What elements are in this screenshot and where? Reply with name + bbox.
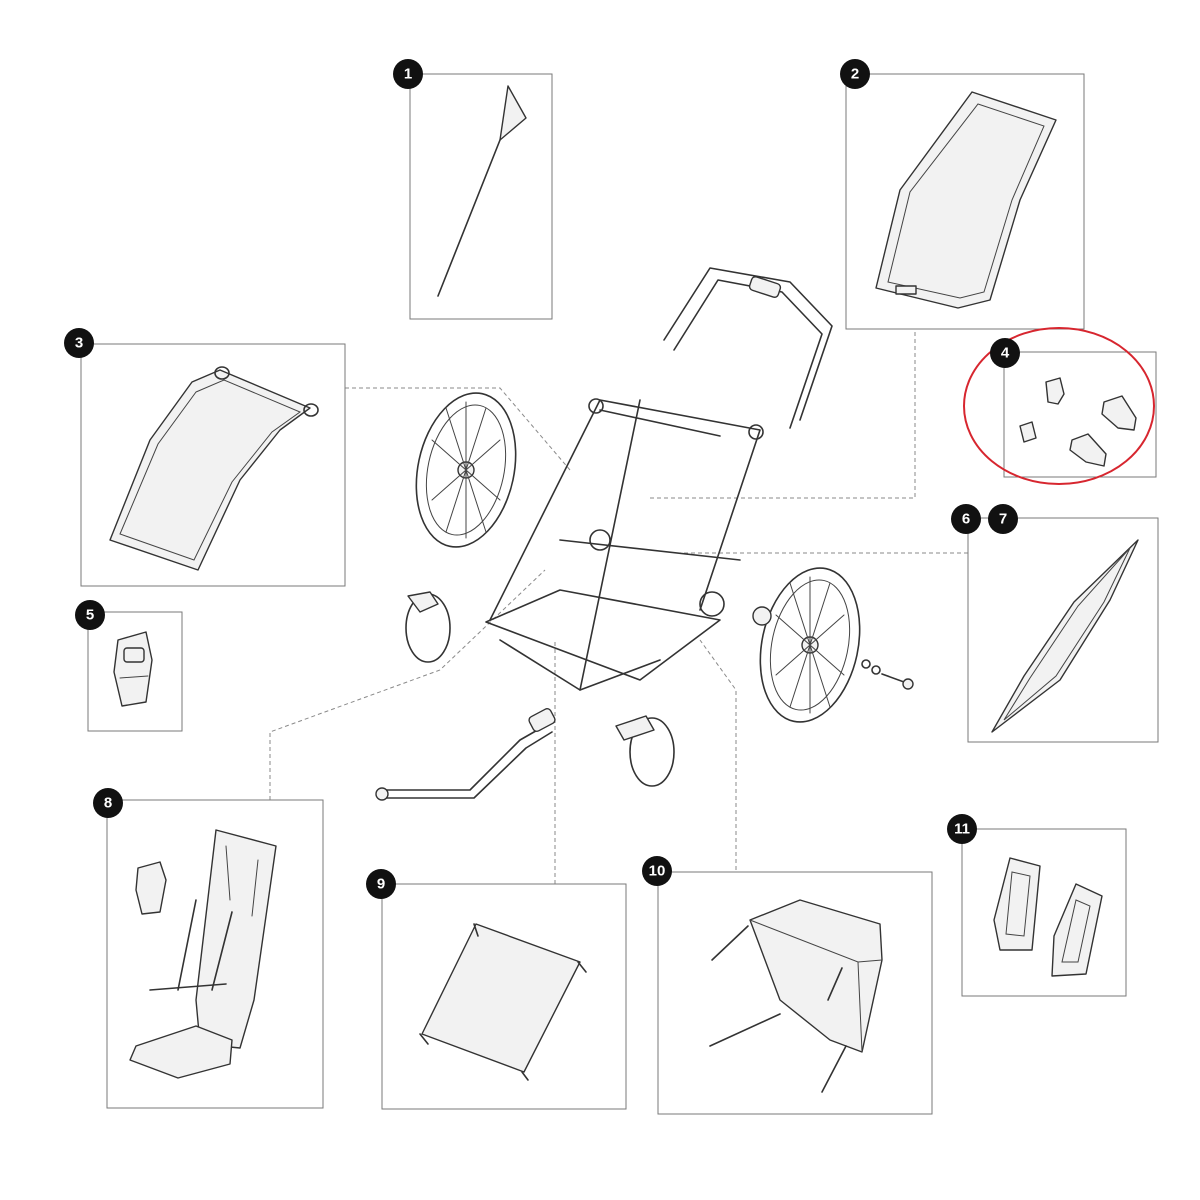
front-wheel-right bbox=[615, 715, 675, 787]
callout-badge-4: 4 bbox=[990, 338, 1020, 368]
callout-number: 6 bbox=[962, 511, 970, 528]
panel-4-clips bbox=[963, 327, 1157, 485]
callout-badge-3: 3 bbox=[64, 328, 94, 358]
callout-badge-5: 5 bbox=[75, 600, 105, 630]
clip-icon bbox=[1069, 433, 1107, 467]
panel-8-infant-harness bbox=[106, 799, 324, 1109]
rain-cover-shape bbox=[109, 369, 311, 571]
rear-wheel-right bbox=[759, 567, 861, 723]
callout-number: 7 bbox=[999, 511, 1007, 528]
panel-10-storage-basket bbox=[657, 871, 933, 1115]
hammock-shape bbox=[421, 923, 581, 1073]
axle-hardware bbox=[752, 606, 914, 690]
flag-pennant-icon bbox=[499, 85, 527, 141]
callout-number: 8 bbox=[104, 795, 112, 812]
basket-strap bbox=[711, 925, 749, 961]
panel-11-handle-pads bbox=[961, 828, 1127, 997]
panel-5-buckle bbox=[87, 611, 183, 732]
leader-lines bbox=[269, 332, 968, 884]
panel-3-rain-cover bbox=[80, 343, 346, 587]
rear-wheel-left bbox=[415, 392, 517, 548]
highlight-circle bbox=[963, 327, 1155, 485]
callout-badge-10: 10 bbox=[642, 856, 672, 886]
clip-icon bbox=[1045, 377, 1065, 405]
front-wheel-left bbox=[405, 591, 451, 663]
panel-6-7-reflectors bbox=[967, 517, 1159, 743]
sun-cover-shape bbox=[875, 91, 1057, 309]
callout-badge-2: 2 bbox=[840, 59, 870, 89]
callout-number: 1 bbox=[404, 66, 412, 83]
harness-strap bbox=[211, 911, 233, 991]
footrest-shape bbox=[129, 1025, 233, 1079]
stroller-frame bbox=[485, 267, 833, 691]
callout-number: 2 bbox=[851, 66, 859, 83]
callout-number: 9 bbox=[377, 876, 385, 893]
buckle-icon bbox=[113, 631, 153, 707]
clip-icon bbox=[1019, 421, 1037, 443]
callout-badge-7: 7 bbox=[988, 504, 1018, 534]
callout-badge-1: 1 bbox=[393, 59, 423, 89]
seat-back-shape bbox=[195, 829, 277, 1049]
callout-badge-6: 6 bbox=[951, 504, 981, 534]
callout-number: 11 bbox=[954, 821, 970, 838]
basket-strap bbox=[821, 1045, 847, 1093]
buckle-icon bbox=[135, 861, 167, 915]
callout-number: 4 bbox=[1001, 345, 1010, 362]
harness-strap bbox=[177, 899, 197, 991]
pad-shape bbox=[993, 857, 1041, 951]
callout-badge-8: 8 bbox=[93, 788, 123, 818]
callout-number: 5 bbox=[86, 607, 94, 624]
panel-1-safety-flag bbox=[409, 73, 553, 320]
callout-number: 3 bbox=[75, 335, 83, 352]
basket-strap bbox=[827, 967, 843, 1001]
basket-strap bbox=[709, 1013, 781, 1047]
basket-shape bbox=[749, 899, 883, 1053]
callout-badge-11: 11 bbox=[947, 814, 977, 844]
panel-2-sun-cover bbox=[845, 73, 1085, 330]
callout-badge-9: 9 bbox=[366, 869, 396, 899]
panel-9-seat-hammock bbox=[381, 883, 627, 1110]
flag-pole bbox=[437, 139, 501, 297]
callout-number: 10 bbox=[649, 863, 666, 880]
clip-icon bbox=[1101, 395, 1137, 431]
tow-arm bbox=[375, 708, 556, 801]
reflector-strip-shape bbox=[991, 539, 1139, 733]
